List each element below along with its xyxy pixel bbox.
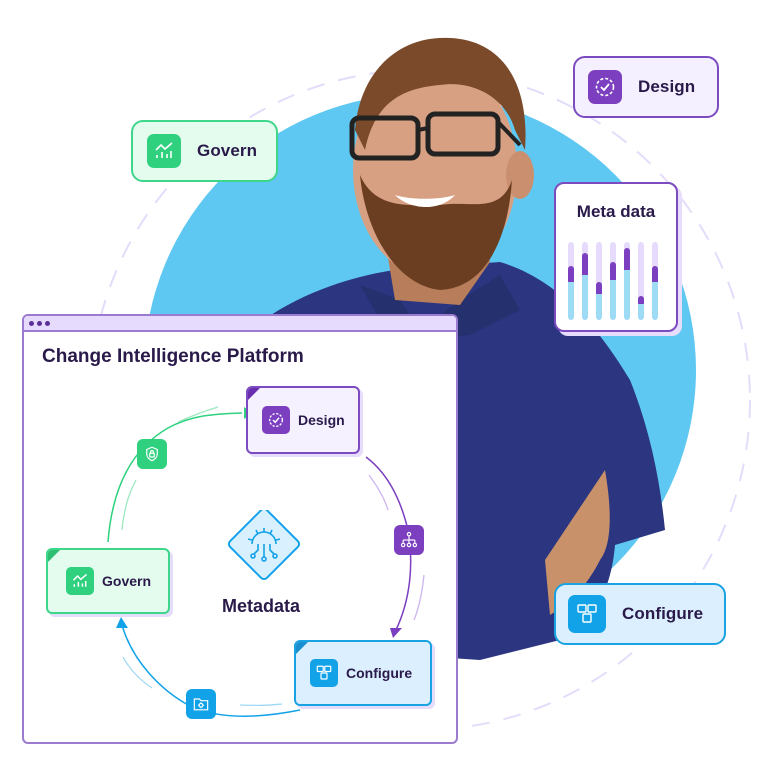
metadata-label: Metadata [221, 596, 301, 616]
metadata-card-title: Meta data [576, 202, 656, 221]
window-dot [29, 320, 34, 326]
stacked-cubes-icon [310, 659, 338, 687]
design-chip[interactable]: Design [573, 56, 719, 118]
govern-chip[interactable]: Govern [131, 120, 278, 182]
metadata-bars [568, 242, 664, 320]
metadata-bar [652, 242, 658, 320]
design-chip-label: Design [638, 77, 696, 96]
metadata-bar [568, 242, 574, 320]
dashed-check-circle-icon [262, 406, 290, 434]
growth-chart-icon [147, 134, 181, 168]
metadata-bar [624, 242, 630, 320]
metadata-bar [638, 242, 644, 320]
design-node[interactable]: Design [246, 386, 360, 454]
node-corner [296, 642, 308, 654]
org-hierarchy-icon [394, 525, 424, 555]
design-node-label: Design [298, 412, 345, 428]
window-title: Change Intelligence Platform [42, 346, 304, 367]
govern-node-label: Govern [102, 573, 152, 589]
node-corner [48, 550, 60, 562]
metadata-bar [610, 242, 616, 320]
metadata-chart-card: Meta data [554, 182, 678, 332]
growth-chart-icon [66, 567, 94, 595]
configure-chip[interactable]: Configure [554, 583, 726, 645]
window-dot [37, 320, 42, 326]
window-dot [45, 320, 50, 326]
configure-node-label: Configure [346, 665, 413, 681]
configure-node[interactable]: Configure [294, 640, 432, 706]
metadata-bar [596, 242, 602, 320]
govern-node[interactable]: Govern [46, 548, 170, 614]
folder-gear-icon [186, 689, 216, 719]
dashed-check-circle-icon [588, 70, 622, 104]
configure-chip-label: Configure [622, 604, 704, 623]
window-titlebar [24, 316, 456, 332]
metadata-diamond [212, 507, 308, 590]
govern-chip-label: Govern [197, 141, 258, 160]
stacked-cubes-icon [568, 595, 606, 633]
metadata-bar [582, 242, 588, 320]
shield-lock-icon [137, 439, 167, 469]
node-corner [248, 388, 260, 400]
